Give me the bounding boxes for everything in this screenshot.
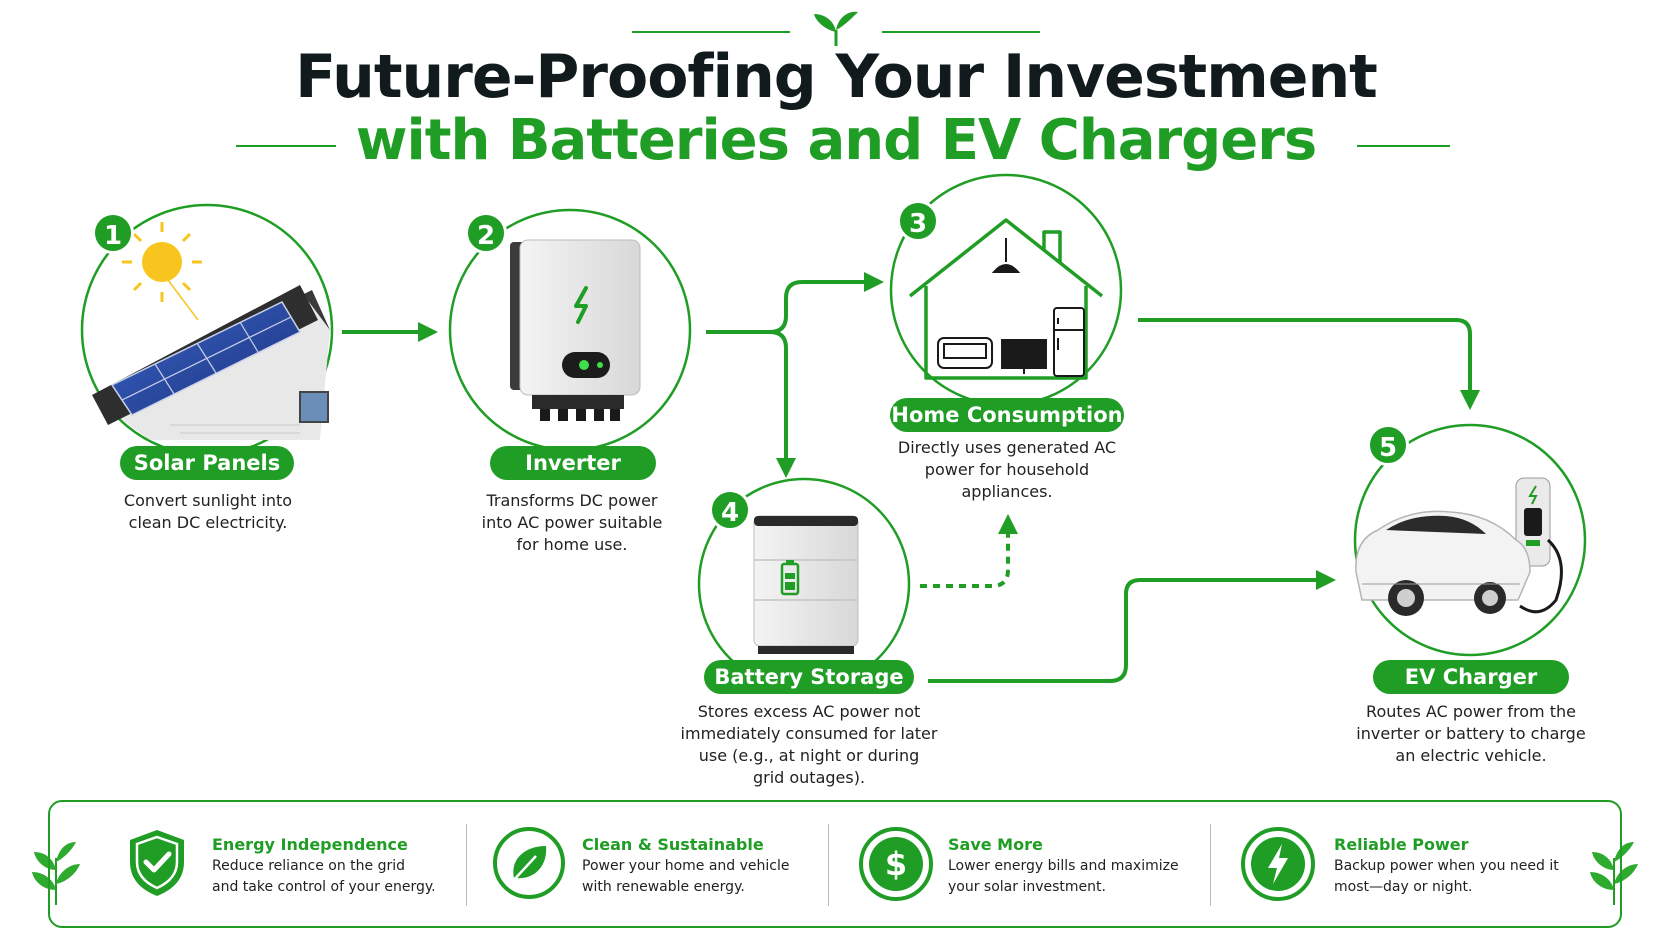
step-description-ev-charger: Routes AC power from the inverter or bat…	[1330, 701, 1612, 767]
benefit-text-line: and take control of your energy.	[212, 879, 436, 895]
description-line: immediately consumed for later	[680, 724, 938, 743]
arrow-home-to-ev	[1138, 318, 1480, 410]
step-1-badge: 1	[92, 212, 134, 254]
description-line: clean DC electricity.	[128, 513, 288, 532]
description-line: into AC power suitable	[481, 513, 663, 532]
benefit-reliable-power: Reliable Power Backup power when you nee…	[1210, 802, 1620, 926]
description-line: appliances.	[961, 482, 1053, 501]
benefit-divider	[828, 824, 829, 906]
benefit-text-line: Power your home and vehicle	[582, 858, 790, 874]
benefit-divider	[1210, 824, 1211, 906]
step-label-battery-storage: Battery Storage	[704, 660, 914, 694]
description-line: inverter or battery to charge	[1356, 724, 1586, 743]
description-line: Transforms DC power	[486, 491, 658, 510]
leaf-icon	[493, 827, 565, 899]
step-label-inverter: Inverter	[490, 446, 656, 480]
benefit-title: Energy Independence	[212, 835, 408, 854]
step-4-badge: 4	[709, 489, 751, 531]
benefit-text: Reduce reliance on the grid and take con…	[212, 856, 436, 898]
arrow-battery-to-home-dashed	[920, 514, 1018, 588]
benefit-text-line: Backup power when you need it	[1334, 858, 1559, 874]
description-line: Stores excess AC power not	[697, 702, 921, 721]
description-line: power for household	[924, 460, 1090, 479]
description-line: use (e.g., at night or during	[698, 746, 920, 765]
benefit-text-line: with renewable energy.	[582, 879, 745, 895]
lightning-bolt-icon	[1241, 827, 1315, 901]
shield-check-icon	[130, 830, 184, 896]
description-line: grid outages).	[752, 768, 866, 787]
benefit-text: Lower energy bills and maximize your sol…	[948, 856, 1179, 898]
step-5-badge: 5	[1367, 424, 1409, 466]
description-line: for home use.	[516, 535, 628, 554]
step-description-battery-storage: Stores excess AC power not immediately c…	[660, 701, 958, 789]
house-appliances-icon	[889, 173, 1123, 407]
flow-connectors	[342, 272, 1480, 683]
solar-panel-roof-icon	[80, 203, 334, 457]
benefit-text-line: Lower energy bills and maximize	[948, 858, 1179, 874]
page-title: Future-Proofing Your Investment	[295, 42, 1378, 112]
benefit-divider	[466, 824, 467, 906]
title-decoration	[236, 11, 1450, 147]
step-label-ev-charger: EV Charger	[1373, 660, 1569, 694]
step-3-badge: 3	[897, 200, 939, 242]
battery-storage-icon	[697, 477, 911, 691]
step-description-home-consumption: Directly uses generated AC power for hou…	[878, 437, 1136, 503]
benefits-bar: Energy Independence Reduce reliance on t…	[48, 800, 1622, 928]
benefit-text: Backup power when you need it most—day o…	[1334, 856, 1559, 898]
sprout-icon	[814, 11, 858, 46]
benefit-title: Save More	[948, 835, 1043, 854]
benefit-title: Reliable Power	[1334, 835, 1469, 854]
benefit-text-line: Reduce reliance on the grid	[212, 858, 406, 874]
svg-text:$: $	[885, 845, 907, 883]
benefit-text: Power your home and vehicle with renewab…	[582, 856, 790, 898]
step-2-badge: 2	[465, 212, 507, 254]
benefit-save-more: $ Save More Lower energy bills and maxim…	[828, 802, 1210, 926]
step-label-solar-panels: Solar Panels	[120, 446, 294, 480]
benefit-title: Clean & Sustainable	[582, 835, 764, 854]
description-line: an electric vehicle.	[1395, 746, 1547, 765]
description-line: Directly uses generated AC	[897, 438, 1117, 457]
description-line: Convert sunlight into	[123, 491, 293, 510]
arrow-inverter-to-battery	[769, 330, 796, 478]
inverter-icon	[448, 208, 692, 452]
benefit-text-line: most—day or night.	[1334, 879, 1473, 895]
plant-decoration-left-icon	[32, 842, 80, 905]
step-description-inverter: Transforms DC power into AC power suitab…	[456, 490, 688, 556]
benefit-text-line: your solar investment.	[948, 879, 1106, 895]
step-description-solar-panels: Convert sunlight into clean DC electrici…	[92, 490, 324, 534]
dollar-icon: $	[859, 827, 933, 901]
arrow-battery-to-ev	[928, 570, 1336, 683]
page-subtitle: with Batteries and EV Chargers	[355, 108, 1317, 173]
ev-charger-car-icon	[1353, 423, 1587, 657]
benefit-energy-independence: Energy Independence Reduce reliance on t…	[50, 802, 470, 926]
arrow-inverter-to-home	[769, 272, 884, 334]
description-line: Routes AC power from the	[1366, 702, 1576, 721]
benefit-clean-sustainable: Clean & Sustainable Power your home and …	[466, 802, 836, 926]
step-label-home-consumption: Home Consumption	[890, 398, 1124, 432]
